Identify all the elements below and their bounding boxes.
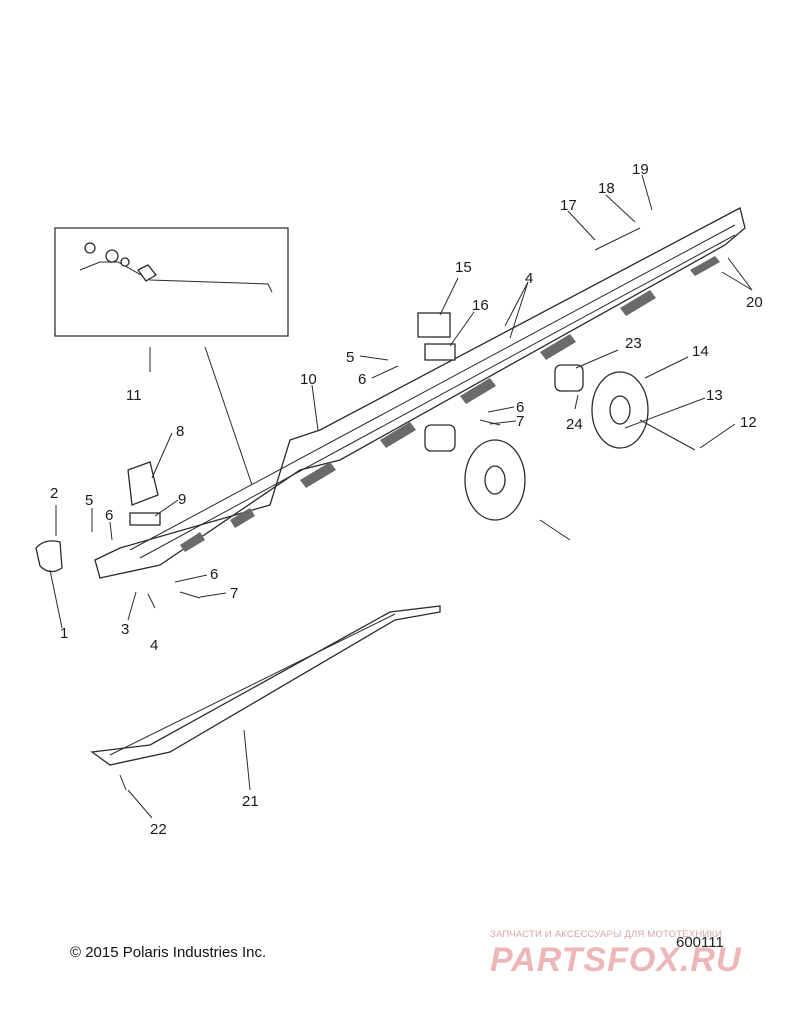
callout-5a: 5 — [85, 492, 93, 509]
callout-20: 20 — [746, 294, 763, 311]
callout-3: 3 — [121, 621, 129, 638]
screw-part-22 — [119, 774, 127, 791]
block-part-8 — [127, 461, 159, 506]
spacer-front — [424, 424, 456, 452]
watermark-caption: ЗАПЧАСТИ И АКСЕССУАРЫ ДЛЯ МОТОТЕХНИКИ — [490, 929, 723, 940]
callout-6a: 6 — [105, 507, 113, 524]
callout-9: 9 — [178, 491, 186, 508]
bolt-part-12 — [639, 419, 696, 451]
callout-2: 2 — [50, 485, 58, 502]
callout-14: 14 — [692, 343, 709, 360]
callout-18: 18 — [598, 180, 615, 197]
callout-6c: 6 — [358, 371, 366, 388]
callout-12: 12 — [740, 414, 757, 431]
callout-10: 10 — [300, 371, 317, 388]
bolt-rear-axle — [539, 519, 571, 541]
block-part-16 — [424, 343, 456, 361]
callout-7b: 7 — [516, 413, 524, 430]
callout-19: 19 — [632, 161, 649, 178]
callout-1: 1 — [60, 625, 68, 642]
slide-strip — [90, 605, 441, 766]
bolt-part-7b — [479, 419, 501, 426]
block-part-9 — [129, 512, 161, 526]
callout-21: 21 — [242, 793, 259, 810]
cap-part-1 — [35, 540, 63, 573]
callout-24: 24 — [566, 416, 583, 433]
callout-4b: 4 — [525, 270, 533, 287]
callout-11: 11 — [126, 387, 142, 404]
bolt-part-17 — [594, 227, 641, 251]
callout-5b: 5 — [346, 349, 354, 366]
bolt-part-7a — [179, 591, 201, 599]
callout-7a: 7 — [230, 585, 238, 602]
drawing-number: 600111 — [676, 934, 724, 951]
callout-16: 16 — [472, 297, 489, 314]
callout-15: 15 — [455, 259, 472, 276]
wheel-front — [464, 439, 526, 521]
copyright-text: © 2015 Polaris Industries Inc. — [70, 944, 267, 961]
callout-6d: 6 — [516, 399, 524, 416]
callout-22: 22 — [150, 821, 167, 838]
inset-box-part-11 — [54, 227, 289, 486]
watermark-logo: PARTSFOX.RU — [490, 941, 742, 979]
rail-assembly — [94, 207, 746, 579]
block-part-15 — [417, 312, 451, 338]
leader-lines — [49, 174, 753, 819]
callout-4a: 4 — [150, 637, 158, 654]
callout-13: 13 — [706, 387, 723, 404]
spacer-part-23 — [554, 364, 584, 392]
callout-23: 23 — [625, 335, 642, 352]
wheel-rear — [591, 371, 649, 449]
callout-6b: 6 — [210, 566, 218, 583]
callout-17: 17 — [560, 197, 577, 214]
callout-8: 8 — [176, 423, 184, 440]
